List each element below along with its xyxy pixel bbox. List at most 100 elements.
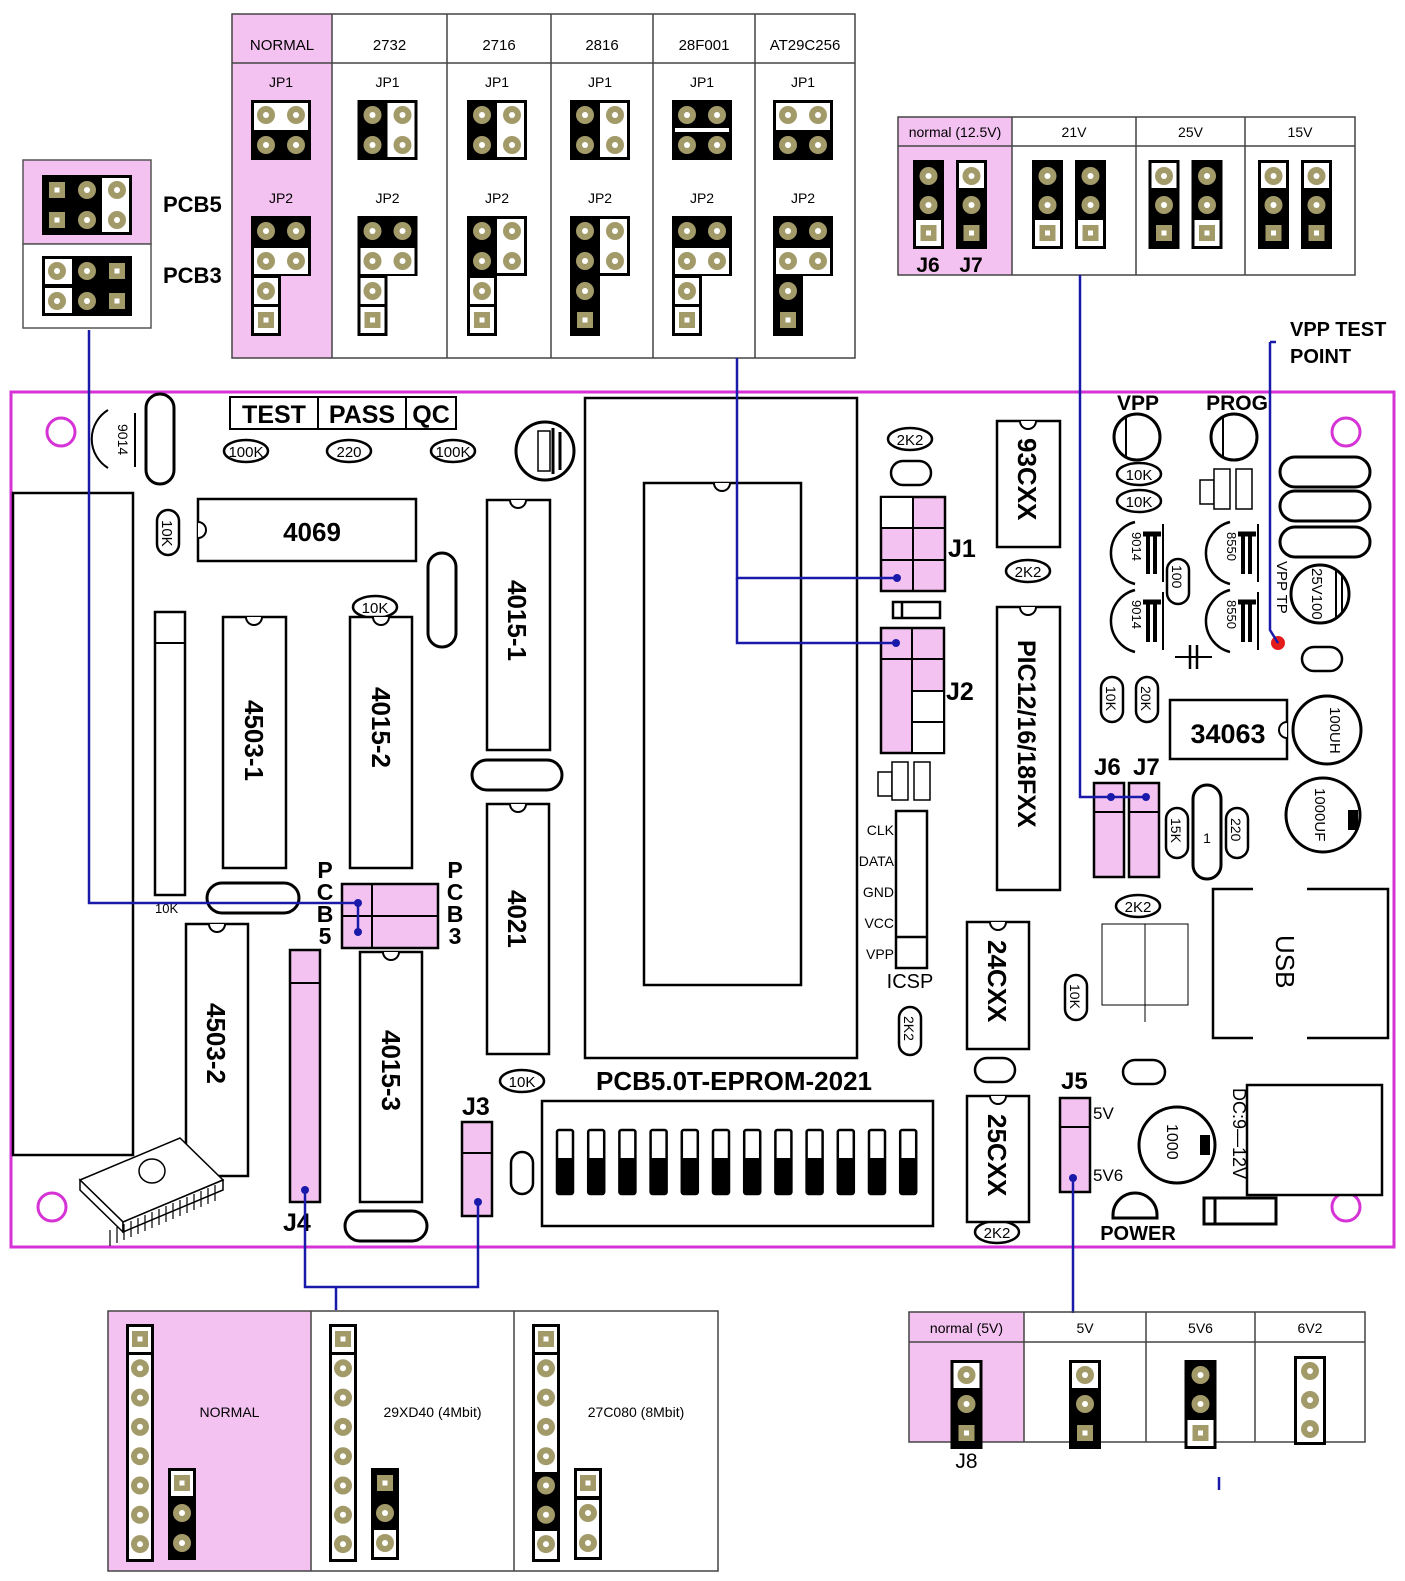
wire-j3-j4: [303, 1190, 480, 1289]
dip-switch-toggle[interactable]: [805, 1128, 824, 1196]
resistor-label: 220: [336, 444, 361, 461]
resistor-r2k2_93: 2K2: [1004, 558, 1052, 584]
column-header: 2732: [373, 37, 406, 54]
pcb-select-jumper[interactable]: [340, 882, 440, 950]
jp2-label: JP2: [269, 190, 293, 206]
vpp-led: [1112, 412, 1162, 462]
jumper-j4[interactable]: [288, 948, 322, 1204]
option-label: 29XD40 (4Mbit): [383, 1404, 481, 1420]
cap-label: 25V100: [1308, 568, 1325, 620]
pcb5-vertical-letter: B: [317, 901, 334, 927]
vpp-tp-label: VPP TP: [1273, 561, 1290, 614]
wire-j2: [735, 578, 896, 645]
j2-label: J2: [946, 678, 974, 706]
chip-93cxx-label: 93CXX: [1012, 438, 1042, 521]
transistor-t8550_a: 8550: [1204, 520, 1259, 586]
dip-switch-toggle[interactable]: [774, 1128, 793, 1196]
prog-led-label: PROG: [1206, 392, 1268, 415]
jumper-j2[interactable]: [879, 626, 946, 755]
icsp-pin-clk: CLK: [867, 822, 895, 838]
jp2-jumper: [467, 216, 527, 336]
resistor-label: 100K: [435, 444, 470, 461]
chip-25cxx-label: 25CXX: [982, 1114, 1012, 1197]
wire-pcb-selector: [87, 330, 360, 932]
dip-switch-toggle[interactable]: [836, 1128, 856, 1196]
resistor-label: 20K: [1138, 686, 1154, 712]
dip-switch-toggle[interactable]: [618, 1128, 637, 1196]
resistor-label: 100: [1169, 565, 1185, 589]
resistor-r10k_vpp1: 10K: [1115, 461, 1163, 487]
jp2-jumper: [251, 216, 311, 336]
icsp-pin-gnd: GND: [863, 884, 894, 900]
dip-switch-toggle[interactable]: [867, 1128, 887, 1196]
chip-4015-2-label: 4015-2: [366, 687, 396, 768]
qc-test: TEST: [242, 401, 306, 429]
dip-switch-toggle[interactable]: [649, 1128, 668, 1196]
chip-93cxx: [995, 419, 1062, 549]
jp1-jumper: [570, 100, 630, 160]
jp1-label: JP1: [791, 74, 815, 90]
qc-pass: PASS: [329, 401, 395, 429]
resistor-label: 10K: [1126, 467, 1153, 484]
dip-switch-toggle[interactable]: [742, 1128, 762, 1196]
jp1-label: JP1: [485, 74, 509, 90]
j8-option-2: 5V6: [1184, 1320, 1217, 1449]
resistor-label: 2K2: [897, 432, 924, 449]
dip-switch-toggle[interactable]: [711, 1128, 731, 1196]
dip-switch-toggle[interactable]: [555, 1128, 575, 1196]
vpp-option-21v: 21V: [1032, 124, 1106, 249]
cap-label: 1: [1203, 830, 1211, 846]
inductor-label: 100UH: [1326, 707, 1343, 754]
pcb-version-selector: PCB5 PCB3: [22, 159, 222, 329]
dip-switch-toggle[interactable]: [680, 1128, 700, 1196]
column-header: 28F001: [679, 37, 730, 54]
jp1-label: JP1: [375, 74, 399, 90]
pcb3-label: PCB3: [163, 263, 222, 288]
jumper-j6[interactable]: [1092, 781, 1126, 879]
icsp-header[interactable]: [894, 809, 929, 970]
resistor-label: 10K: [1103, 686, 1119, 712]
left-connector: [11, 491, 135, 1157]
board-title: PCB5.0T-EPROM-2021: [596, 1066, 872, 1096]
transistor-label: 8550: [1224, 532, 1239, 561]
pcb5-vertical-letter: C: [317, 879, 334, 905]
chip-4069-label: 4069: [283, 517, 341, 547]
wire-j6-j7: [1078, 275, 1146, 799]
chip-34063: [1168, 698, 1289, 761]
chip-4015-3-label: 4015-3: [376, 1030, 406, 1111]
resistor-r10k_mid: 10K: [351, 594, 399, 620]
j8-option-1: 5V: [1069, 1320, 1101, 1449]
normal-column-highlight: [232, 14, 332, 358]
pcb3-vertical-letter: C: [447, 879, 464, 905]
qc-qc: QC: [412, 401, 450, 429]
column-header: 6V2: [1298, 1320, 1323, 1336]
resistor-r10k_4021: 10K: [498, 1068, 546, 1094]
mounting-hole: [45, 416, 77, 448]
vpp-option-25v: 25V: [1148, 124, 1223, 249]
j8-option-3: 6V2: [1294, 1320, 1326, 1445]
pcb5-vertical-letter: 5: [319, 923, 332, 949]
j8-label: J8: [955, 1450, 977, 1473]
connection-wires: [87, 275, 1280, 1490]
dc-input-label: DC:9—12V: [1229, 1088, 1249, 1179]
chip-4021-label: 4021: [502, 890, 532, 948]
transistor-label: 9014: [1129, 600, 1144, 629]
jumper-j1[interactable]: [879, 495, 947, 593]
vpp-led-label: VPP: [1117, 392, 1159, 415]
vpp-test-point-label-2: POINT: [1290, 346, 1351, 368]
chip-4069: [196, 497, 418, 563]
column-header: 2716: [482, 37, 515, 54]
j5-5v6-label: 5V6: [1093, 1166, 1123, 1185]
dip-switch-toggle[interactable]: [898, 1128, 918, 1196]
chip-4015-3: [358, 950, 424, 1204]
eprom-chip-illustration: [78, 1137, 225, 1246]
resistor-label: 100K: [228, 444, 263, 461]
dip-switch-toggle[interactable]: [586, 1128, 606, 1196]
jp2-jumper: [357, 216, 418, 336]
resistor-r2k2_25: 2K2: [973, 1219, 1021, 1245]
jp1-jumper: [251, 100, 311, 160]
chip-4503-1: [221, 615, 288, 870]
jp1-label: JP1: [269, 74, 293, 90]
